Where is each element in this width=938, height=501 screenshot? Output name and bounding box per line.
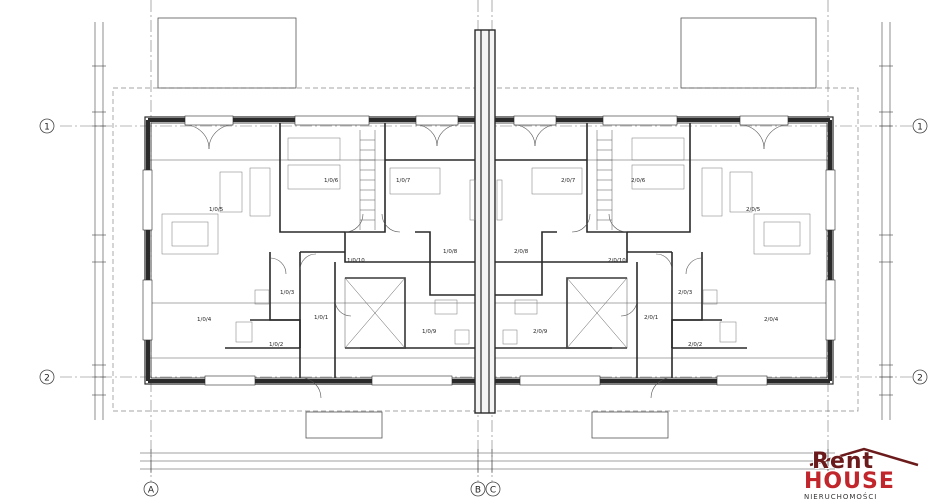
room-label: 1/0/7 xyxy=(396,178,411,184)
axis-bubble-2-left: 2 xyxy=(39,369,55,385)
dimension-chain-bottom xyxy=(140,449,835,473)
room-label: 2/0/8 xyxy=(514,249,529,255)
windows xyxy=(142,115,836,386)
svg-text:1: 1 xyxy=(44,123,50,133)
rent-house-logo: Rent HOUSE NIERUCHOMOŚCI xyxy=(804,447,924,501)
logo-house-text: HOUSE xyxy=(804,469,895,494)
svg-text:2: 2 xyxy=(44,374,50,384)
svg-text:C: C xyxy=(490,486,496,496)
porch-left xyxy=(305,411,383,439)
axis-bubble-a: A xyxy=(143,481,159,497)
party-wall xyxy=(474,29,496,414)
room-label: 1/0/1 xyxy=(314,315,328,321)
room-label: 2/0/6 xyxy=(631,178,646,184)
room-labels-left: 1/0/5 1/0/4 1/0/6 1/0/7 1/0/10 1/0/8 1/0… xyxy=(197,178,458,348)
stairs-left xyxy=(344,130,406,349)
axis-bubble-1-left: 1 xyxy=(39,118,55,134)
furniture-right xyxy=(496,137,811,345)
room-label: 1/0/4 xyxy=(197,317,212,323)
terrace-right xyxy=(680,17,817,89)
room-label: 1/0/10 xyxy=(347,258,365,264)
dimension-chain-left xyxy=(92,22,106,420)
room-label: 2/0/10 xyxy=(608,258,626,264)
svg-text:B: B xyxy=(475,486,481,496)
interior-walls-left xyxy=(225,123,475,378)
room-label: 1/0/5 xyxy=(209,207,224,213)
porch-right xyxy=(591,411,669,439)
svg-text:1: 1 xyxy=(917,123,923,133)
roof-icon xyxy=(809,447,919,467)
axis-bubble-1-right: 1 xyxy=(912,118,928,134)
room-label: 2/0/7 xyxy=(561,178,576,184)
door-swings xyxy=(184,124,789,399)
interior-walls-right xyxy=(495,123,747,378)
logo-sub-text: NIERUCHOMOŚCI xyxy=(804,493,878,501)
room-label: 2/0/9 xyxy=(533,329,548,335)
room-label: 1/0/9 xyxy=(422,329,437,335)
room-label: 1/0/3 xyxy=(280,290,295,296)
logo-rent-text: Rent xyxy=(812,449,875,474)
dimension-chain-right xyxy=(879,22,893,420)
room-label: 2/0/1 xyxy=(644,315,658,321)
room-label: 2/0/4 xyxy=(764,317,779,323)
terrace-left xyxy=(157,17,297,89)
room-label: 2/0/5 xyxy=(746,207,761,213)
room-label: 1/0/8 xyxy=(443,249,458,255)
svg-text:A: A xyxy=(148,486,155,496)
stairs-right xyxy=(566,130,628,349)
room-labels-right: 2/0/5 2/0/4 2/0/6 2/0/7 2/0/10 2/0/8 2/0… xyxy=(514,178,779,348)
axis-bubble-c: C xyxy=(485,481,501,497)
axis-bubble-2-right: 2 xyxy=(912,369,928,385)
axis-bubble-b: B xyxy=(470,481,486,497)
room-label: 2/0/3 xyxy=(678,290,693,296)
svg-text:2: 2 xyxy=(917,374,923,384)
room-label: 2/0/2 xyxy=(688,342,702,348)
furniture-left xyxy=(161,137,476,345)
room-label: 1/0/6 xyxy=(324,178,339,184)
room-label: 1/0/2 xyxy=(269,342,283,348)
